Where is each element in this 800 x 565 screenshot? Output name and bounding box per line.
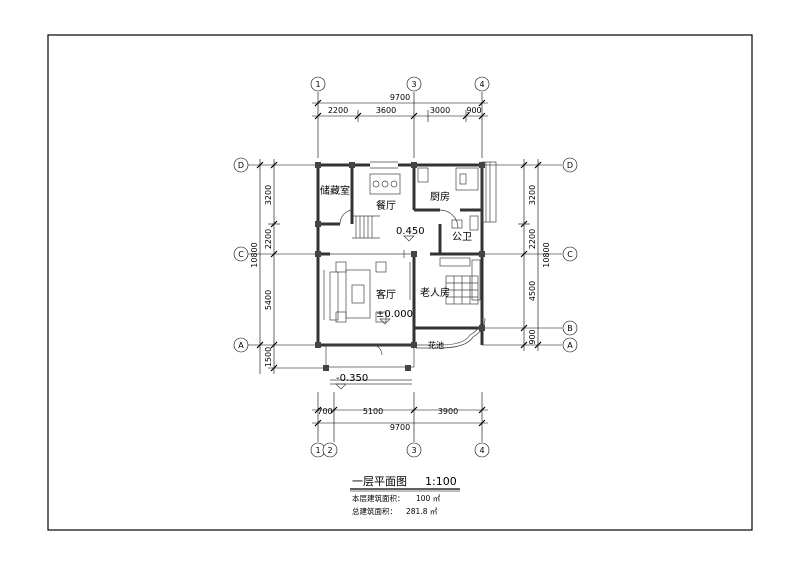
bottom-dim-1: 700 <box>317 407 332 416</box>
bottom-dim-3: 3900 <box>438 407 458 416</box>
fixtures <box>323 161 497 385</box>
room-kitchen: 厨房 <box>430 190 450 203</box>
axis-label-right-A: A <box>567 341 573 350</box>
axis-label-top-1: 1 <box>315 80 320 89</box>
left-dim-1: 3200 <box>264 185 273 205</box>
right-total-dim: 10800 <box>542 242 551 267</box>
axis-label-right-C: C <box>567 250 573 259</box>
axis-label-top-4: 4 <box>479 80 484 89</box>
total-area-label: 总建筑面积： <box>352 506 397 516</box>
room-flower-bed: 花池 <box>428 340 444 350</box>
dining-table <box>369 173 401 195</box>
top-dim-1: 2200 <box>328 106 348 115</box>
axis-bubble-bottom-4 <box>474 442 490 458</box>
plan-scale: 1:100 <box>425 475 457 488</box>
left-total-dim: 10800 <box>250 242 259 267</box>
axis-label-bottom-4: 4 <box>479 446 484 455</box>
axis-label-right-B: B <box>567 324 573 333</box>
level-outside: -0.350 <box>336 373 368 384</box>
axis-label-left-C: C <box>238 250 244 259</box>
axis-bubble-right-B <box>562 320 578 336</box>
axis-label-right-D: D <box>567 161 573 170</box>
axis-bubble-top-3 <box>406 76 422 92</box>
room-elder: 老人房 <box>420 286 450 299</box>
title-block: 一层平面图 1:100 本层建筑面积： 100 ㎡ 总建筑面积： 281.8 ㎡ <box>350 475 460 516</box>
axis-bubble-top-4 <box>474 76 490 92</box>
living-room-furniture <box>329 261 387 323</box>
floor-area-value: 100 ㎡ <box>416 494 441 503</box>
right-dim-3: 4500 <box>528 281 537 301</box>
axis-bubble-left-C <box>233 246 249 262</box>
right-dimensions: 3200 2200 4500 900 10800 D C B A <box>482 157 578 353</box>
staircase <box>352 215 380 239</box>
top-dim-2: 3600 <box>376 106 396 115</box>
axis-label-bottom-1: 1 <box>315 446 320 455</box>
axis-bubble-left-D <box>233 157 249 173</box>
floor-area-label: 本层建筑面积： <box>352 493 405 503</box>
axis-label-top-3: 3 <box>411 80 416 89</box>
top-dim-3: 3000 <box>430 106 450 115</box>
porch <box>325 344 415 368</box>
top-dimensions: 9700 2200 3600 3000 900 1 3 4 <box>310 76 490 158</box>
axis-label-left-A: A <box>238 341 244 350</box>
left-dim-2: 2200 <box>264 229 273 249</box>
plan-title: 一层平面图 <box>352 475 407 488</box>
axis-bubble-top-1 <box>310 76 326 92</box>
axis-bubble-right-C <box>562 246 578 262</box>
drawing-frame <box>47 34 753 531</box>
right-dim-1: 3200 <box>528 185 537 205</box>
bottom-dim-2: 5100 <box>363 407 383 416</box>
axis-label-bottom-3: 3 <box>411 446 416 455</box>
bottom-dimensions: 700 5100 3900 9700 1 2 3 4 <box>310 392 490 458</box>
structural-columns <box>315 162 485 371</box>
flower-bed-outline <box>414 317 483 346</box>
elder-room-bed <box>439 257 481 305</box>
room-bathroom: 公卫 <box>452 232 472 243</box>
axis-bubble-right-A <box>562 337 578 353</box>
right-dim-2: 2200 <box>528 229 537 249</box>
level-upper: 0.450 <box>396 226 425 237</box>
room-living: 客厅 <box>376 288 396 301</box>
left-dimensions: 3200 2200 5400 1500 10800 D C A <box>233 157 326 374</box>
level-ground: ±0.000 <box>376 309 413 320</box>
top-dim-4: 900 <box>466 106 481 115</box>
top-total-dim: 9700 <box>390 93 410 102</box>
axis-bubble-left-A <box>233 337 249 353</box>
total-area-value: 281.8 ㎡ <box>406 507 438 516</box>
axis-label-bottom-2: 2 <box>327 446 332 455</box>
room-dining: 餐厅 <box>376 199 396 212</box>
axis-bubble-bottom-3 <box>406 442 422 458</box>
bottom-total-dim: 9700 <box>390 423 410 432</box>
axis-bubble-bottom-2 <box>322 442 338 458</box>
axis-bubble-right-D <box>562 157 578 173</box>
room-storage: 储藏室 <box>320 184 350 197</box>
left-dim-3: 5400 <box>264 290 273 310</box>
right-dim-4: 900 <box>528 329 537 344</box>
axis-label-left-D: D <box>238 161 244 170</box>
left-dim-4: 1500 <box>264 347 273 367</box>
